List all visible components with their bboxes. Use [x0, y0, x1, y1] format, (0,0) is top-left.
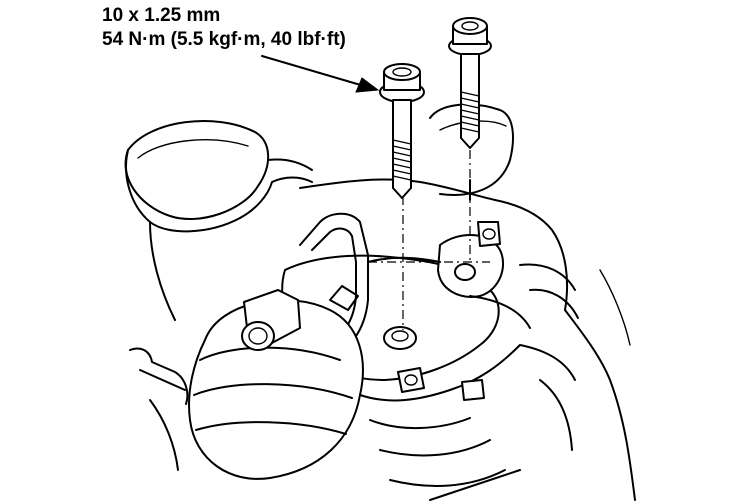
bolt-size-label: 10 x 1.25 mm — [102, 5, 221, 26]
callout-arrow-icon — [261, 55, 380, 93]
rubber-mount-icon — [188, 289, 364, 480]
flange-bolt-icon — [379, 63, 425, 199]
flange-bolt-icon — [448, 17, 492, 149]
engine-component-icon — [124, 120, 313, 321]
torque-spec-label: 54 N·m (5.5 kgf·m, 40 lbf·ft) — [102, 29, 346, 50]
frame-outline — [129, 344, 576, 501]
alignment-lines — [368, 150, 490, 330]
